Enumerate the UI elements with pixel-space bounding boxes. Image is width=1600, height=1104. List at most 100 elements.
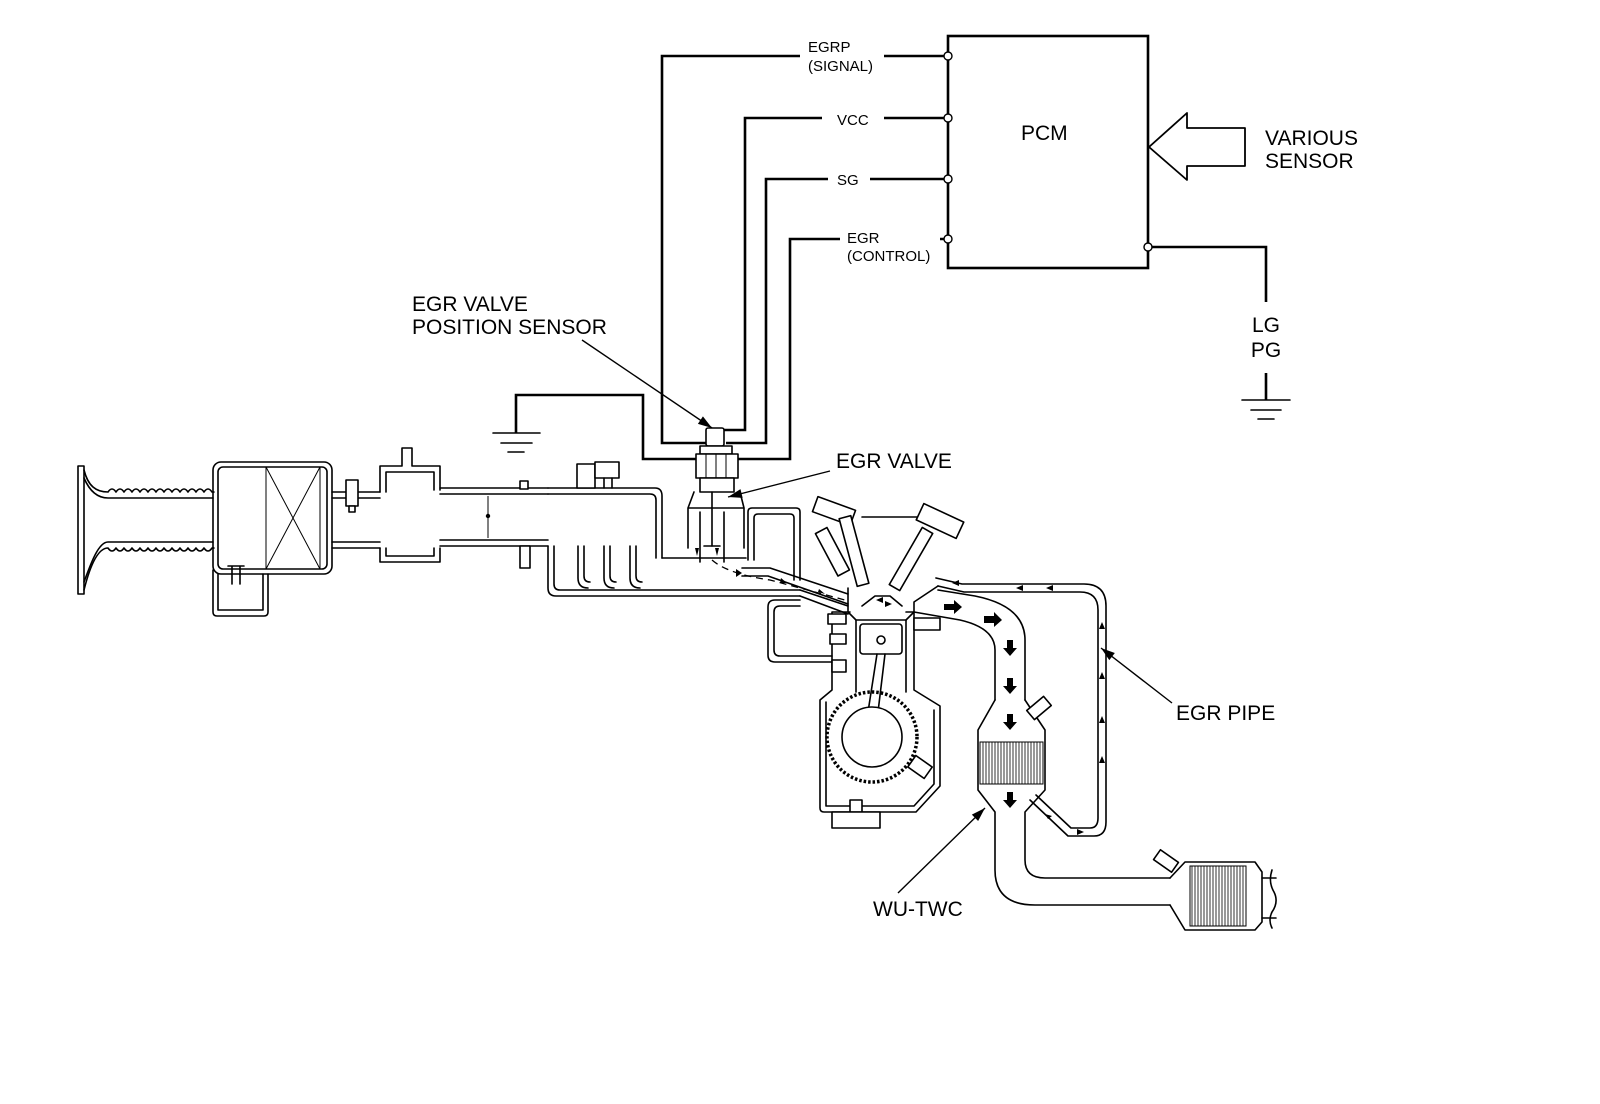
pcm-ground-wire (1148, 245, 1268, 400)
flywheel-ring-gear (825, 690, 919, 784)
exhaust-manifold (913, 589, 1026, 701)
callouts: EGR VALVE POSITION SENSOR EGR VALVE EGR … (412, 293, 1275, 921)
air-cleaner-box (212, 461, 333, 575)
egr-valve-leader (727, 470, 831, 498)
pcm-box (946, 34, 1150, 270)
cylinder-head (847, 585, 939, 621)
egr-position-sensor-ribs (705, 454, 727, 478)
map-sensor-port (603, 477, 613, 489)
block-sensor-3 (831, 659, 847, 673)
main-converter-cells (1191, 866, 1244, 926)
egr-valve-position-sensor-leader-arrowhead (697, 416, 712, 428)
crankshaft (841, 706, 903, 768)
egr-valve-housing (687, 491, 745, 563)
spark-plug-tube-right (888, 526, 934, 592)
tailpipe-break (1269, 869, 1277, 929)
various-sensor-input: VARIOUS SENSOR (1148, 112, 1358, 181)
ignition-coil-right (915, 502, 965, 540)
main-converter-substrate (1189, 865, 1247, 927)
egr-pipe-leader (1100, 647, 1173, 704)
egr-flow-arrows-icon (736, 569, 825, 594)
various-sensor-arrow-icon (1148, 112, 1246, 181)
intake-bellows-bottom (83, 547, 215, 591)
map-sensor-connector (594, 461, 620, 479)
pcm-pin-egr (943, 234, 953, 244)
air-filter-element (265, 466, 321, 570)
rear-o2-sensor (1152, 848, 1180, 874)
wu-twc-leader (897, 807, 986, 894)
spark-plug-tube-left (838, 514, 870, 588)
cylinder-walls (855, 619, 907, 693)
egrp-label-line1: EGRP (808, 39, 851, 56)
engine-block (819, 611, 941, 813)
egr-position-sensor-body (695, 453, 739, 479)
valve-ground-symbol-icon (492, 432, 541, 453)
intake-bellows-top (83, 469, 215, 493)
resonator-tube (227, 565, 245, 585)
head-sensor-right (913, 617, 941, 631)
oil-pan-bottom (831, 811, 881, 829)
engine (767, 495, 965, 829)
egr-pipe-outer (935, 577, 1107, 837)
tailpipe (1261, 877, 1277, 919)
egr-valve-solenoid (699, 477, 735, 493)
wu-twc-substrate (979, 741, 1044, 785)
pcm-unit: PCM (946, 34, 1150, 270)
various-sensor-label-line1: VARIOUS (1265, 127, 1358, 150)
intake-bellows-top-inner (83, 477, 214, 499)
iat-sensor-fitting (345, 479, 359, 507)
egr-pipe-right-arrow-icon (1077, 829, 1084, 835)
egr-valve-position-sensor-label-line1: EGR VALVE (412, 293, 528, 316)
exhaust-flow-down-arrows-icon (1003, 640, 1017, 808)
air-cleaner-box-inner (217, 466, 328, 570)
wu-twc-substrate-cells (982, 742, 1041, 784)
egr-pipe-inner (937, 585, 1099, 829)
exhaust-system (913, 589, 1277, 931)
pcm-pin-egrp (943, 51, 953, 61)
egr-pipe (935, 577, 1107, 837)
wu-twc-converter (977, 699, 1171, 906)
egr-valve-leader-arrowhead (728, 489, 743, 498)
oil-pan-plug (849, 799, 863, 813)
plenum-bottom (547, 545, 801, 597)
pcm-ground-label-line1: LG (1252, 314, 1280, 337)
pcm-pin-sg (943, 174, 953, 184)
egr-pipe-label: EGR PIPE (1176, 702, 1275, 725)
plenum-top (547, 487, 663, 559)
fuel-injector (814, 526, 851, 577)
head-flow-arrows-icon (876, 597, 892, 607)
vcc-label: VCC (837, 112, 869, 129)
wu-twc-label: WU-TWC (873, 898, 963, 921)
intake-system (77, 447, 849, 617)
exhaust-flow-right-arrows-icon (944, 600, 1002, 627)
knock-sensor (906, 754, 934, 780)
sg-label: SG (837, 172, 859, 189)
egrp-label-line2: (SIGNAL) (808, 58, 873, 75)
front-o2-sensor (1025, 695, 1053, 721)
egrp-signal-wire (660, 54, 948, 445)
throttle-body (439, 487, 549, 547)
egr-valve-label: EGR VALVE (836, 450, 952, 473)
intake-bellows-bottom-inner (83, 541, 214, 583)
egr-valve-position-sensor-label-line2: POSITION SENSOR (412, 316, 607, 339)
pcm-label: PCM (1021, 122, 1068, 145)
intake-resonator-chamber (379, 447, 441, 563)
block-sensor-2 (829, 633, 847, 645)
pcm-pin-vcc (943, 113, 953, 123)
egr-pipe-left-arrows-icon (952, 580, 1053, 591)
egr-passage-tube (747, 507, 801, 581)
ground-symbol-icon (1241, 399, 1291, 420)
resonator-box (212, 569, 269, 617)
piston-pin (876, 635, 886, 645)
sg-wire (726, 177, 948, 445)
egr-valve-assembly (687, 427, 846, 601)
wiring-harness: EGRP (SIGNAL) VCC SG EGR (CONTROL) (492, 39, 953, 461)
throttle-shaft (485, 513, 491, 519)
intake-horn-rim (77, 465, 85, 595)
throttle-bottom-port (519, 545, 531, 569)
wu-twc-leader-arrowhead (971, 808, 985, 822)
throttle-top-port (519, 480, 529, 490)
egr-pipe-inlet-arrow-icon (1045, 814, 1052, 819)
egr-control-wire (738, 237, 948, 461)
